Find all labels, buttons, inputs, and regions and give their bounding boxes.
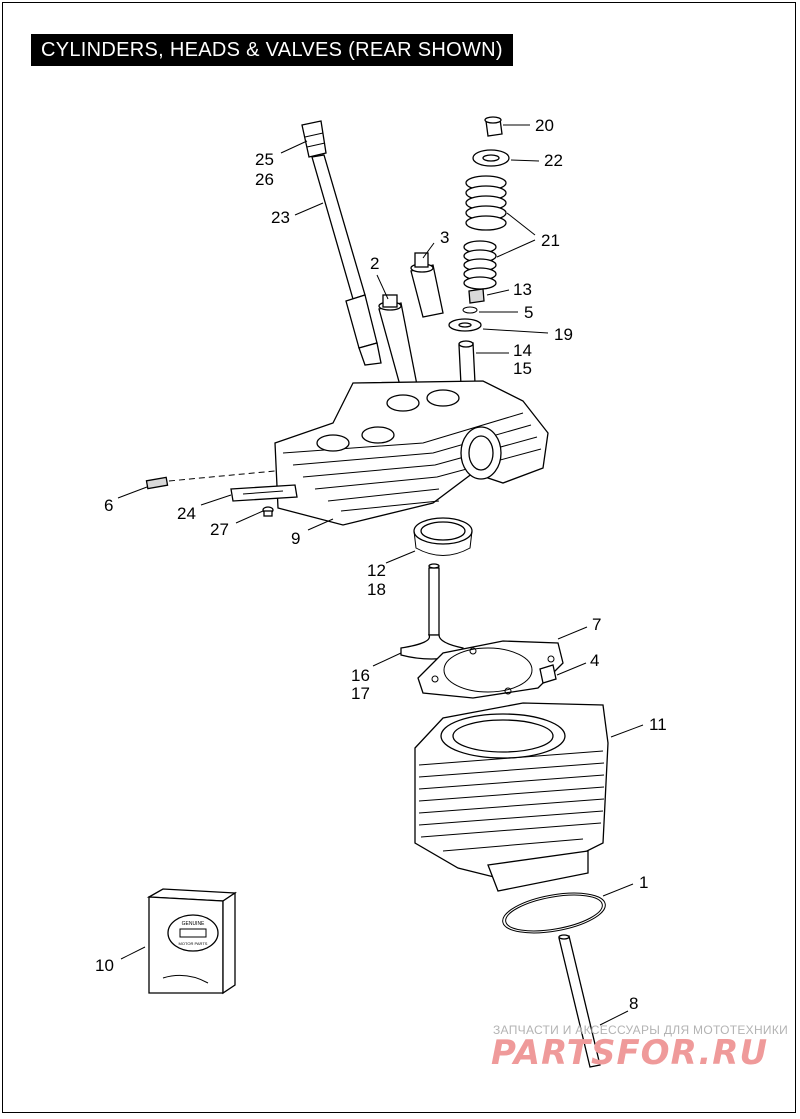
callout-14: 14 [513,341,532,360]
callout-23: 23 [271,208,290,227]
callouts: 25 26 23 2 3 20 22 21 13 5 19 14 15 6 24… [95,116,667,1013]
callout-26: 26 [255,170,274,189]
valve-seat-ring [413,517,473,556]
callout-27: 27 [210,520,229,539]
logo-top-text: GENUINE [182,921,205,927]
callout-4: 4 [590,651,599,670]
callout-19: 19 [554,325,573,344]
callout-13: 13 [513,280,532,299]
callout-21: 21 [541,231,560,250]
watermark-brand: PARTSFOR.RU [491,1033,769,1073]
cylinder-head [274,380,549,526]
callout-12: 12 [367,561,386,580]
leader-lines [117,124,644,1026]
part-24 [230,484,298,502]
callout-25: 25 [255,150,274,169]
callout-24: 24 [177,504,196,523]
callout-6: 6 [104,496,113,515]
callout-18: 18 [367,580,386,599]
callout-2: 2 [370,254,379,273]
part-27 [262,506,274,517]
logo-bottom-text: MOTOR PARTS [179,941,208,946]
callout-9: 9 [291,529,300,548]
part-4 [539,664,557,684]
part-8 [558,934,601,1068]
part-2 [378,294,418,390]
callout-7: 7 [592,615,601,634]
page-title: CYLINDERS, HEADS & VALVES (REAR SHOWN) [31,34,513,66]
part-3 [410,252,444,318]
cylinder [414,702,609,892]
valve-train-stack [448,116,510,386]
callout-10: 10 [95,956,114,975]
parts-diagram: GENUINE MOTOR PARTS [95,116,667,1068]
callout-5: 5 [524,303,533,322]
callout-15: 15 [513,359,532,378]
callout-22: 22 [544,151,563,170]
head-gasket [417,640,564,699]
o-ring [502,892,606,934]
pushrod-assembly [301,120,382,366]
watermark-tagline: ЗАПЧАСТИ И АКСЕССУАРЫ ДЛЯ МОТОТЕХНИКИ [493,1023,789,1037]
genuine-parts-box: GENUINE MOTOR PARTS [146,888,237,995]
callout-1: 1 [639,873,648,892]
callout-16: 16 [351,666,370,685]
callout-3: 3 [440,228,449,247]
callout-17: 17 [351,684,370,703]
part-6 [145,470,276,490]
valve [400,563,464,660]
callout-8: 8 [629,994,638,1013]
callout-20: 20 [535,116,554,135]
callout-11: 11 [649,715,667,734]
